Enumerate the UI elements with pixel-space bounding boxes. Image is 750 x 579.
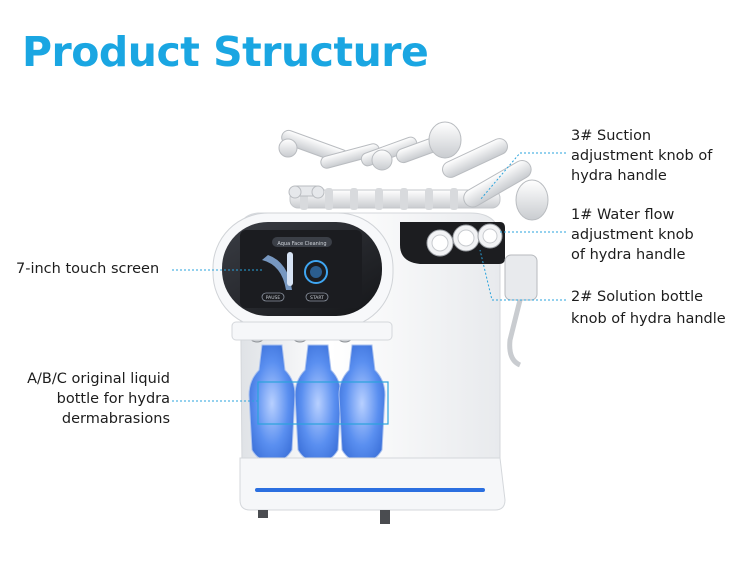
label-touch-screen-text: 7-inch touch screen [16,261,160,277]
label-suction-line-3: hydra handle [571,168,667,184]
adjustment-knobs [426,223,503,257]
label-water-flow-knob: 1# Water flow adjustment knob of hydra h… [571,205,694,265]
machine-base [239,457,506,511]
label-bottle-line-1: A/B/C original liquid [27,371,170,387]
label-water-line-1: 1# Water flow [571,207,675,223]
base-light-strip [255,488,485,492]
label-bottle-line-2: bottle for hydra [56,391,170,407]
label-solution-knob: 2# Solution bottle knob of hydra handle [571,286,726,330]
label-water-line-3: of hydra handle [571,247,686,263]
label-suction-line-2: adjustment knob of [571,148,713,164]
handpieces [278,121,549,221]
screen-header-text: Aqua Face Cleaning [277,241,326,247]
start-label: START [310,295,324,301]
pause-label: PAUSE [266,295,281,301]
label-water-line-2: adjustment knob [571,227,694,243]
label-solution-line-1: 2# Solution bottle [571,289,704,305]
handle-rack [289,189,501,209]
label-touch-screen: 7-inch touch screen [16,259,159,279]
bottle-highlight-box [257,381,389,425]
page-title: Product Structure [22,28,429,76]
label-suction-line-1: 3# Suction [571,128,652,144]
label-liquid-bottle: A/B/C original liquid bottle for hydra d… [8,369,170,429]
label-bottle-line-3: dermabrasions [61,411,170,427]
label-solution-line-2: knob of hydra handle [571,311,726,327]
label-suction-knob: 3# Suction adjustment knob of hydra hand… [571,126,712,186]
